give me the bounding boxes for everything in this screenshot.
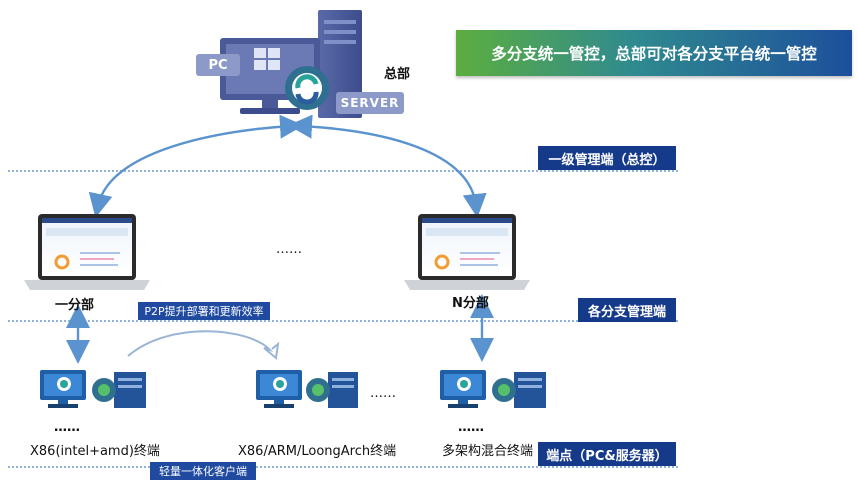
endpoint-group3-dots: …… xyxy=(458,420,484,435)
endpoint-group1-dots: …… xyxy=(54,420,80,435)
endpoint-between-ellipsis: …… xyxy=(370,386,396,401)
endpoint-group2-label: X86/ARM/LoongArch终端 xyxy=(238,444,397,459)
branch-ellipsis: …… xyxy=(276,242,302,257)
headline-banner: 多分支统一管控，总部可对各分支平台统一管控 xyxy=(456,30,852,76)
hq-pc-badge: PC xyxy=(208,57,228,73)
p2p-arrow xyxy=(127,330,280,360)
tier-divider-endpoint xyxy=(8,466,678,468)
hq-server-badge: SERVER xyxy=(340,96,400,110)
tier-divider-branch xyxy=(8,320,678,322)
branch1-label: 一分部 xyxy=(55,298,95,313)
branchN-label: N分部 xyxy=(452,296,489,311)
endpoint-group3-icons xyxy=(440,370,546,408)
tier-tag-branch: 各分支管理端 xyxy=(578,298,676,322)
hq-branchN-link xyxy=(288,114,487,218)
endpoint-group3-label: 多架构混合终端 xyxy=(442,444,534,459)
hq-server-illustration xyxy=(196,10,404,118)
hq-branch1-link xyxy=(88,114,304,218)
endpoint-group1-icons xyxy=(40,370,146,408)
p2p-note: P2P提升部署和更新效率 xyxy=(138,302,270,320)
endpoint-group2-icons xyxy=(256,370,358,408)
branch1-laptop xyxy=(24,214,150,290)
endpoint-group1-label: X86(intel+amd)终端 xyxy=(30,444,160,459)
tier-tag-endpoint: 端点（PC&服务器） xyxy=(538,442,676,466)
tier-tag-level1: 一级管理端（总控） xyxy=(538,146,676,170)
client-note: 轻量一体化客户端 xyxy=(150,462,256,480)
hq-label: 总部 xyxy=(384,67,411,82)
branchN-laptop xyxy=(404,214,530,290)
